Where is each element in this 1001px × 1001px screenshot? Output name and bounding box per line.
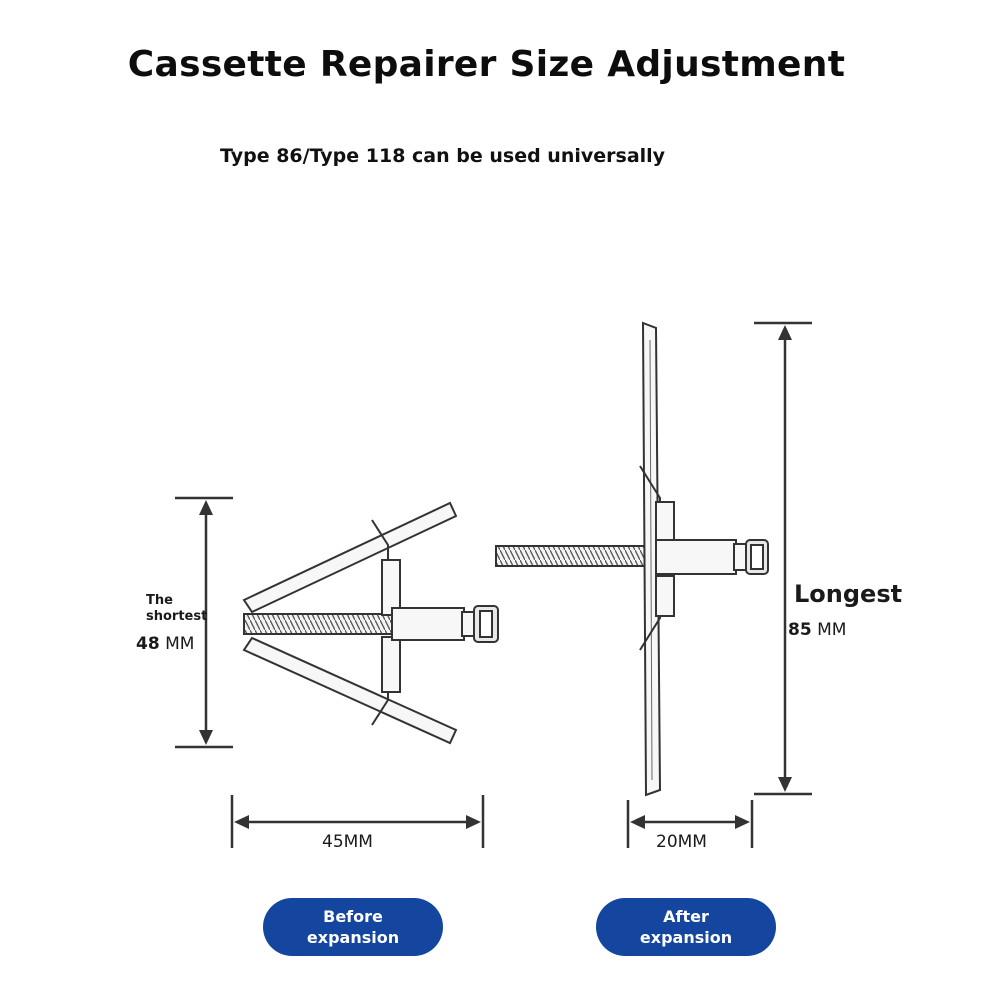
- after-expansion-button[interactable]: After expansion: [596, 898, 776, 956]
- anchor-before-illustration: [242, 501, 499, 745]
- width-label-after: 20MM: [656, 832, 707, 852]
- dimension-width-after: [626, 800, 754, 848]
- shortest-label-line2: shortest: [146, 609, 208, 624]
- page-title: Cassette Repairer Size Adjustment: [127, 44, 846, 85]
- anchor-after-illustration: [495, 321, 769, 797]
- after-expansion-label: After expansion: [639, 907, 733, 947]
- dimension-width-before: [230, 795, 485, 848]
- before-expansion-button[interactable]: Before expansion: [263, 898, 443, 956]
- dimension-height-before: [175, 496, 233, 749]
- height-number-after: 85: [788, 620, 812, 640]
- height-unit-after: MM: [817, 620, 847, 640]
- page-subtitle: Type 86/Type 118 can be used universally: [220, 145, 666, 167]
- height-value-before: 48 MM: [136, 634, 194, 654]
- shortest-label: The shortest: [146, 593, 207, 625]
- longest-label: Longest: [794, 580, 903, 608]
- dimension-height-after: [754, 321, 812, 796]
- width-label-before: 45MM: [322, 832, 373, 852]
- before-expansion-label: Before expansion: [306, 907, 400, 947]
- height-number-before: 48: [136, 634, 160, 654]
- height-value-after: 85 MM: [788, 620, 846, 640]
- height-unit-before: MM: [165, 634, 195, 654]
- shortest-label-line1: The: [146, 593, 173, 608]
